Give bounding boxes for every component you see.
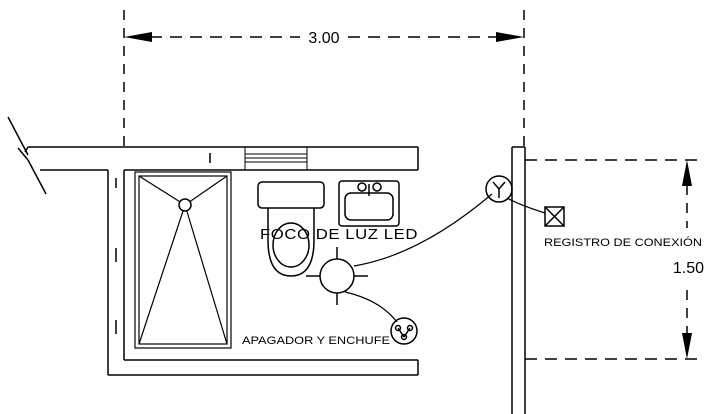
switch-outlet-label: APAGADOR Y ENCHUFE — [242, 335, 390, 347]
shower — [134, 171, 232, 349]
window — [244, 146, 308, 171]
toilet-icon — [257, 181, 325, 277]
led-light-icon — [306, 247, 368, 305]
sink-icon — [338, 180, 400, 227]
connection-box-label: REGISTRO DE CONEXIÓN — [544, 236, 702, 249]
height-dimension-label: 1.50 — [673, 260, 704, 277]
switch-outlet-icon — [390, 317, 418, 345]
width-dimension — [123, 10, 525, 150]
shower-drain-icon — [178, 198, 192, 212]
junction-box-icon — [544, 206, 565, 227]
wiring — [344, 193, 546, 323]
ceiling-outlet-icon — [485, 175, 513, 203]
height-dimension — [525, 159, 704, 360]
led-light-label: FOCO DE LUZ LED — [260, 226, 418, 243]
width-dimension-label: 3.00 — [308, 30, 339, 47]
axis-marks — [115, 153, 211, 334]
